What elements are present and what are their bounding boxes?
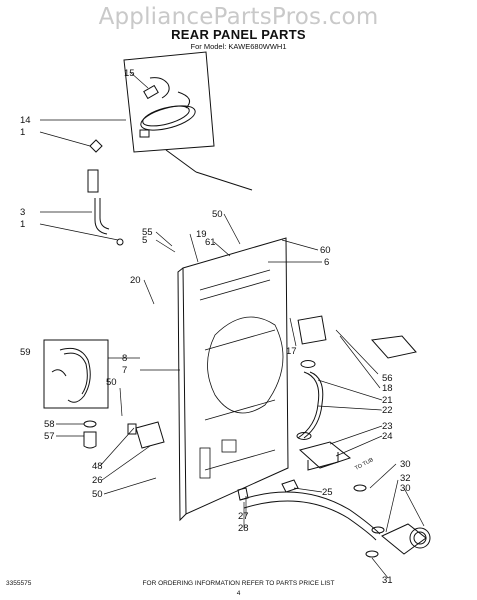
callout-1: 1 [20,127,25,138]
doc-number: 3355575 [6,580,32,587]
callout-32: 32 [400,473,411,484]
callout-labels: 1514131555196150606205987505857482650175… [20,68,411,586]
callout-56: 56 [382,373,393,384]
callout-60: 60 [320,245,331,256]
callout-6: 6 [324,257,329,268]
callout-14: 14 [20,115,31,126]
power-cord-drawing [139,77,196,138]
callout-58: 58 [44,419,55,430]
callout-50: 50 [212,209,223,220]
callout-55: 55 [142,227,153,238]
drain-hose-drawing [51,347,91,403]
callout-23: 23 [382,421,393,432]
callout-3: 3 [20,207,25,218]
leader-lines [39,71,425,579]
callout-19: 19 [196,229,207,240]
callout-28: 28 [238,523,249,534]
callout-20: 20 [130,275,141,286]
inlet-hose-parts [87,139,124,246]
callout-48: 48 [92,461,103,472]
diagram-title: REAR PANEL PARTS [171,27,306,42]
callout-31: 31 [382,575,393,586]
callout-5: 5 [142,235,147,246]
callout-30: 30 [400,459,411,470]
drain-hose-inset-box [43,339,109,409]
callout-24: 24 [382,431,393,442]
callout-25: 25 [322,487,333,498]
callout-21: 21 [382,395,393,406]
callout-15: 15 [124,68,135,79]
rear-panel-braces [199,269,284,479]
callout-57: 57 [44,431,55,442]
callout-8: 8 [122,353,127,364]
callout-50: 50 [106,377,117,388]
callout-7: 7 [122,365,127,376]
rear-panel [182,237,289,515]
model-subtitle: For Model: KAWE680WWH1 [190,42,287,51]
callout-17: 17 [286,346,297,357]
callout-30: 30 [400,483,411,494]
power-cord-inset-box [123,51,215,153]
callout-1: 1 [20,219,25,230]
ordering-note: FOR ORDERING INFORMATION REFER TO PARTS … [142,580,335,587]
callout-59: 59 [20,347,31,358]
callout-27: 27 [238,511,249,522]
callout-50: 50 [92,489,103,500]
watermark: AppliancePartsPros.com [98,4,379,30]
callout-61: 61 [205,237,216,248]
to-tub-label: TO TUB [354,457,375,472]
callout-26: 26 [92,475,103,486]
page-number: 4 [236,590,241,597]
callout-18: 18 [382,383,393,394]
callout-22: 22 [382,405,393,416]
